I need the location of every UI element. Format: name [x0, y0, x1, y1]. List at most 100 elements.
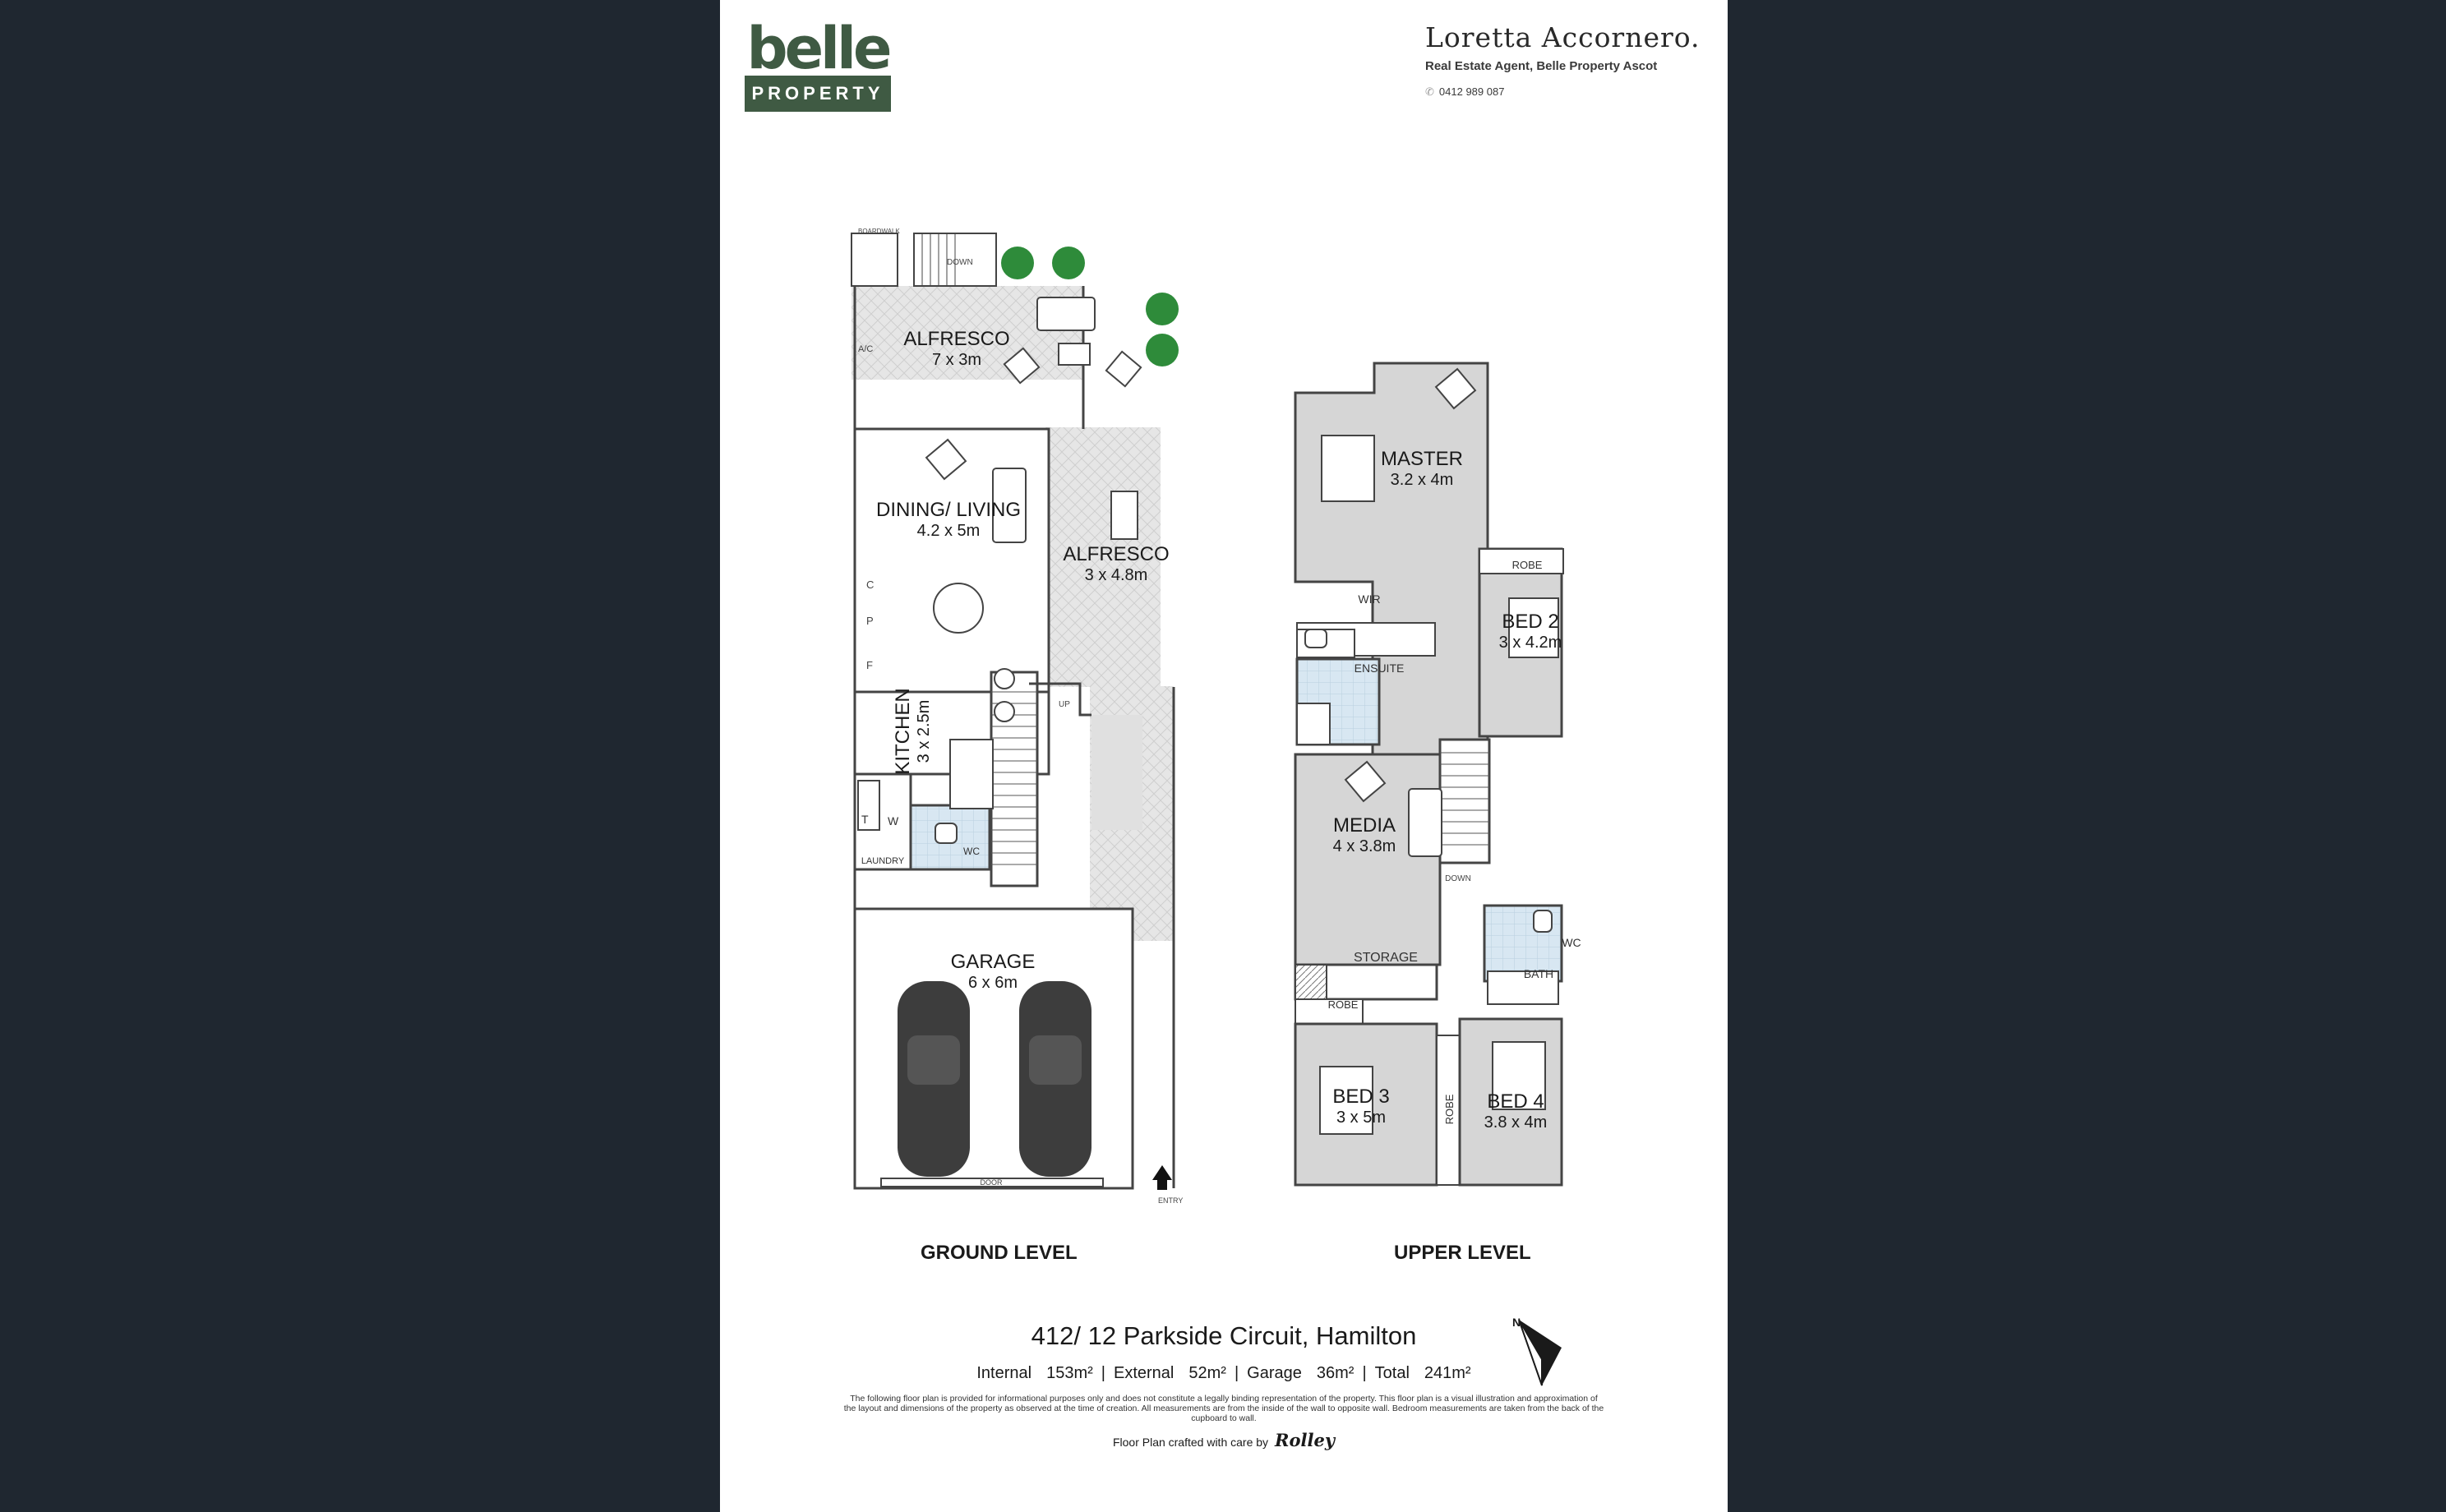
garage-area-value: 36m²: [1316, 1364, 1355, 1382]
bed3-dim: 3 x 5m: [1336, 1109, 1386, 1127]
dining-living-dim: 4.2 x 5m: [917, 522, 981, 540]
storage-label: STORAGE: [1354, 951, 1418, 965]
ground-level-title: GROUND LEVEL: [921, 1242, 1078, 1264]
garage-label: GARAGE: [951, 951, 1036, 973]
storage-hatch: [1295, 964, 1327, 1000]
internal-area-value: 153m²: [1046, 1364, 1093, 1382]
media-sofa: [1408, 788, 1442, 857]
disclaimer: The following floor plan is provided for…: [843, 1394, 1604, 1423]
external-area-value: 52m²: [1188, 1364, 1226, 1382]
master-bed: [1321, 435, 1375, 502]
agent-phone: ✆ 0412 989 087: [1425, 85, 1504, 99]
upper-level-title: UPPER LEVEL: [1394, 1242, 1531, 1264]
media-label: MEDIA: [1333, 814, 1396, 837]
entry-arrow-icon: [1152, 1165, 1172, 1190]
bed2-label: BED 2: [1502, 611, 1558, 633]
ensuite-shower: [1296, 703, 1331, 745]
logo-bar: [745, 76, 891, 112]
tree-icon: [1001, 247, 1034, 279]
bath-label: BATH: [1524, 967, 1553, 980]
garage-dim: 6 x 6m: [968, 974, 1018, 992]
dining-living-label: DINING/ LIVING: [876, 499, 1021, 521]
robe-side: [1436, 1035, 1461, 1186]
outdoor-sofa: [1036, 297, 1096, 331]
tree-icon: [1146, 334, 1179, 366]
stool: [994, 701, 1015, 722]
ensuite-toilet: [1304, 629, 1327, 648]
robe-mid-label: ROBE: [1328, 998, 1359, 1011]
alfresco-top-label: ALFRESCO: [903, 328, 1009, 350]
ground-level-plan: BOARDWALK DOWN A/C ALFRESCO 7 x 3m DININ…: [851, 228, 1183, 1205]
bed3-label: BED 3: [1332, 1086, 1389, 1108]
laundry-tub: [857, 780, 880, 831]
alfresco-top-dim: 7 x 3m: [932, 351, 981, 369]
agent-phone-number: 0412 989 087: [1438, 85, 1505, 98]
toilet: [935, 823, 958, 844]
robe-top-label: ROBE: [1512, 559, 1543, 571]
wir-label: WIR: [1358, 592, 1380, 606]
armchair: [1434, 367, 1477, 410]
upper-stairs: [1438, 738, 1491, 864]
outdoor-table: [1058, 343, 1091, 366]
alfresco-side-zone: [1045, 427, 1161, 687]
kitchen-label: KITCHEN: [892, 688, 914, 774]
upper-wc-label: WC: [1562, 936, 1581, 949]
internal-area-label: Internal: [976, 1364, 1032, 1382]
bed3-bed: [1319, 1066, 1373, 1135]
master-label: MASTER: [1381, 448, 1463, 470]
bed4-dim: 3.8 x 4m: [1484, 1113, 1548, 1132]
kitchen-dim: 3 x 2.5m: [915, 700, 933, 763]
north-compass-icon: N: [1512, 1316, 1562, 1386]
alfresco-side-dim: 3 x 4.8m: [1085, 566, 1148, 584]
ground-down-label: DOWN: [947, 258, 973, 267]
stair-landing: [1091, 715, 1142, 830]
agent-name: Loretta Accornero.: [1425, 21, 1701, 53]
sofa: [992, 468, 1027, 543]
phone-icon: ✆: [1425, 85, 1434, 98]
boardwalk-area: [851, 233, 898, 287]
car-window: [907, 1035, 960, 1085]
property-address: 412/ 12 Parkside Circuit, Hamilton: [1031, 1321, 1417, 1350]
compass-north-label: N: [1512, 1316, 1521, 1329]
tree-icon: [1052, 247, 1085, 279]
fridge-f-label: F: [866, 659, 873, 671]
washer-w-label: W: [888, 814, 899, 827]
alfresco-side-label: ALFRESCO: [1063, 543, 1169, 565]
robe-top: [1479, 548, 1564, 574]
tub-t-label: T: [861, 813, 869, 826]
agent-title: Real Estate Agent, Belle Property Ascot: [1425, 59, 1658, 73]
bed2-bed: [1508, 597, 1559, 658]
ground-wc-label: WC: [963, 846, 980, 857]
compass-needle: [1519, 1320, 1562, 1385]
ensuite-label: ENSUITE: [1355, 662, 1405, 675]
belle-property-logo: belle PROPERTY: [745, 15, 893, 112]
upper-toilet: [1533, 910, 1553, 933]
car-window: [1029, 1035, 1082, 1085]
compass-needle-half: [1518, 1319, 1543, 1386]
ac-label: A/C: [858, 344, 873, 354]
external-area-label: External: [1114, 1364, 1175, 1382]
bed2-dim: 3 x 4.2m: [1499, 634, 1562, 652]
kitchen-island: [949, 739, 994, 809]
credit-text: Floor Plan crafted with care by: [1112, 1436, 1269, 1449]
master-dim: 3.2 x 4m: [1391, 471, 1454, 489]
floor-plan-credit: Floor Plan crafted with care by Rolley: [720, 1430, 1728, 1450]
outdoor-dining-table: [1110, 491, 1138, 540]
boardwalk-label: BOARDWALK: [858, 228, 900, 235]
logo-word: belle: [746, 15, 892, 82]
floor-plan-sheet: belle PROPERTY Loretta Accornero. Real E…: [720, 0, 1728, 1512]
rolley-logo: Rolley: [1275, 1430, 1336, 1450]
pantry-p-label: P: [866, 615, 874, 627]
logo-sub: PROPERTY: [751, 83, 884, 104]
floor-plan-drawing: BOARDWALK DOWN A/C ALFRESCO 7 x 3m DININ…: [851, 228, 1581, 1205]
door-label: DOOR: [981, 1178, 1004, 1187]
media-dim: 4 x 3.8m: [1333, 837, 1396, 855]
garage-door: [880, 1178, 1104, 1187]
outdoor-chair: [1003, 347, 1041, 385]
entry-label: ENTRY: [1158, 1196, 1183, 1205]
cupboard-c-label: C: [866, 579, 874, 591]
robe-side-label: ROBE: [1443, 1094, 1456, 1124]
total-area-label: Total: [1374, 1364, 1410, 1382]
ground-up-label: UP: [1059, 700, 1070, 709]
laundry-label: LAUNDRY: [861, 856, 905, 866]
